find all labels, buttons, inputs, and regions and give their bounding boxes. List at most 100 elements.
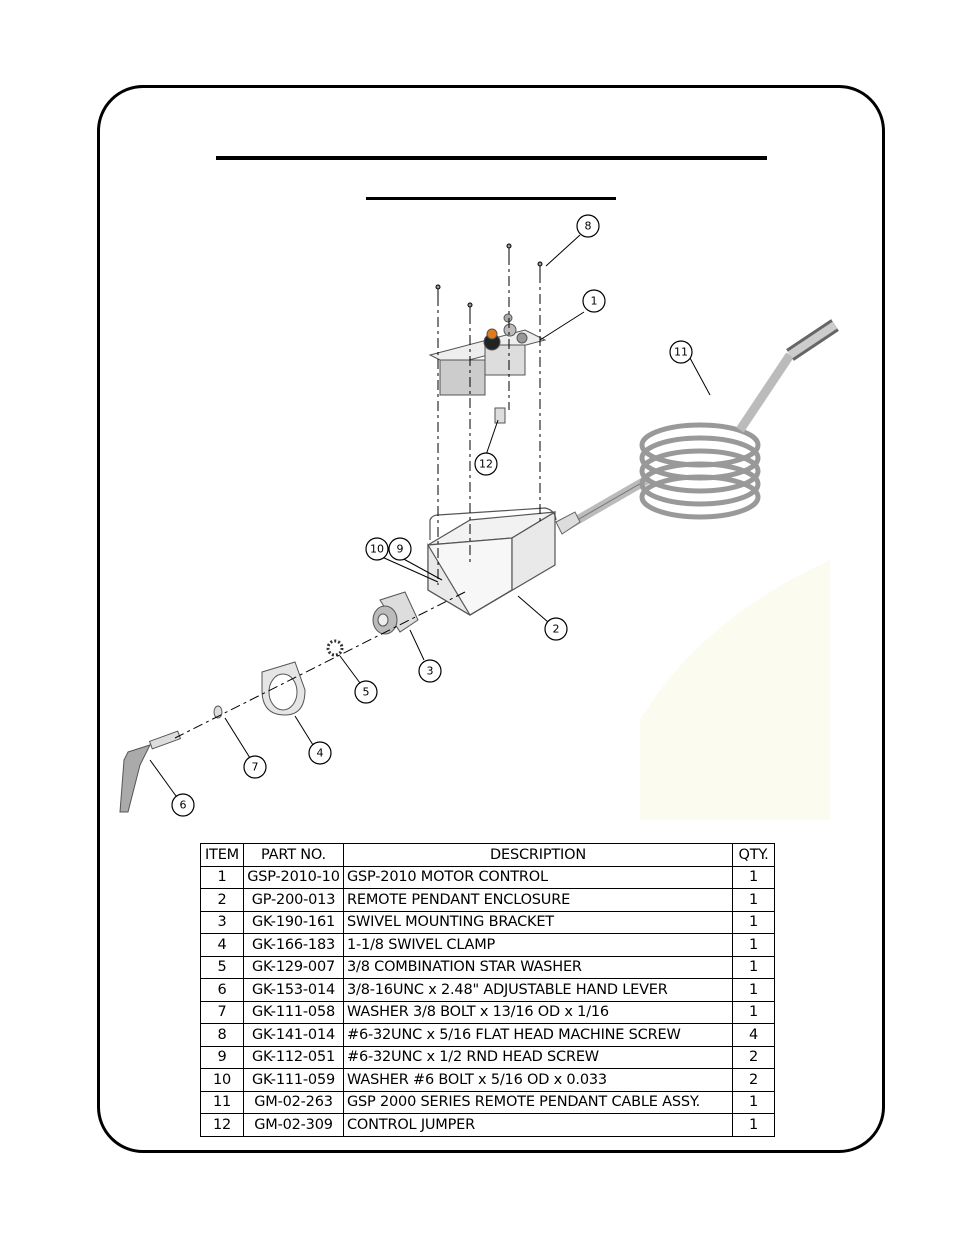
background-tint — [640, 560, 830, 820]
row-part-no: GK-111-059 — [243, 1068, 344, 1092]
balloon-5: 5 — [354, 680, 378, 704]
row-qty: 2 — [732, 1068, 775, 1092]
row-part-no: GK-153-014 — [243, 978, 344, 1002]
balloon-1: 1 — [582, 289, 606, 313]
row-part-no: GM-02-309 — [243, 1113, 344, 1137]
row-description: 3/8 COMBINATION STAR WASHER — [343, 955, 733, 979]
balloon-9: 9 — [388, 537, 412, 561]
header-description: DESCRIPTION — [343, 843, 733, 867]
svg-text:10: 10 — [370, 543, 384, 556]
header-item: ITEM — [200, 843, 244, 867]
svg-text:7: 7 — [252, 761, 259, 774]
screws — [435, 243, 543, 314]
row-part-no: GSP-2010-10 — [243, 865, 344, 889]
row-description: SWIVEL MOUNTING BRACKET — [343, 910, 733, 934]
svg-text:3: 3 — [427, 665, 434, 678]
balloon-4: 4 — [308, 741, 332, 765]
row-qty: 1 — [732, 933, 775, 957]
pendant-enclosure — [427, 507, 557, 616]
row-item: 1 — [200, 865, 244, 889]
star-washer — [326, 639, 344, 657]
row-qty: 1 — [732, 910, 775, 934]
svg-text:6: 6 — [180, 799, 187, 812]
swivel-mounting-bracket — [372, 591, 419, 635]
exploded-view-drawing: 8 1 11 12 10 9 2 3 5 4 7 6 — [119, 214, 839, 820]
table-header-row: ITEM PART NO. DESCRIPTION QTY. — [200, 843, 775, 867]
row-qty: 2 — [732, 1045, 775, 1069]
row-part-no: GK-111-058 — [243, 1000, 344, 1024]
balloon-7: 7 — [243, 755, 267, 779]
svg-text:9: 9 — [397, 543, 404, 556]
row-qty: 1 — [732, 888, 775, 912]
row-item: 9 — [200, 1045, 244, 1069]
row-part-no: GK-129-007 — [243, 955, 344, 979]
row-part-no: GK-141-014 — [243, 1023, 344, 1047]
balloon-10: 10 — [365, 537, 389, 561]
row-item: 12 — [200, 1113, 244, 1137]
balloon-11: 11 — [669, 340, 693, 364]
svg-text:5: 5 — [363, 686, 370, 699]
row-description: WASHER #6 BOLT x 5/16 OD x 0.033 — [343, 1068, 733, 1092]
motor-control-assembly — [428, 313, 547, 424]
row-qty: 1 — [732, 1000, 775, 1024]
row-item: 7 — [200, 1000, 244, 1024]
subtitle-rule — [366, 197, 616, 200]
row-item: 4 — [200, 933, 244, 957]
svg-text:11: 11 — [674, 346, 688, 359]
row-item: 2 — [200, 888, 244, 912]
row-item: 10 — [200, 1068, 244, 1092]
row-item: 5 — [200, 955, 244, 979]
balloon-12: 12 — [474, 452, 498, 476]
row-qty: 1 — [732, 865, 775, 889]
row-description: GSP-2010 MOTOR CONTROL — [343, 865, 733, 889]
balloon-3: 3 — [418, 659, 442, 683]
row-description: WASHER 3/8 BOLT x 13/16 OD x 1/16 — [343, 1000, 733, 1024]
title-rule — [216, 156, 767, 160]
row-item: 3 — [200, 910, 244, 934]
row-description: #6-32UNC x 5/16 FLAT HEAD MACHINE SCREW — [343, 1023, 733, 1047]
row-description: CONTROL JUMPER — [343, 1113, 733, 1137]
row-description: #6-32UNC x 1/2 RND HEAD SCREW — [343, 1045, 733, 1069]
balloon-2: 2 — [544, 617, 568, 641]
row-description: GSP 2000 SERIES REMOTE PENDANT CABLE ASS… — [343, 1090, 733, 1114]
row-qty: 1 — [732, 955, 775, 979]
row-description: REMOTE PENDANT ENCLOSURE — [343, 888, 733, 912]
row-qty: 1 — [732, 1113, 775, 1137]
cable-assembly — [555, 319, 839, 535]
row-item: 8 — [200, 1023, 244, 1047]
balloon-6: 6 — [171, 793, 195, 817]
drawing-frame — [97, 85, 885, 1153]
row-part-no: GK-112-051 — [243, 1045, 344, 1069]
header-qty: QTY. — [732, 843, 775, 867]
row-part-no: GK-190-161 — [243, 910, 344, 934]
svg-text:12: 12 — [479, 458, 493, 471]
row-part-no: GM-02-263 — [243, 1090, 344, 1114]
header-part-no: PART NO. — [243, 843, 344, 867]
swivel-clamp — [261, 661, 306, 716]
balloon-8: 8 — [576, 214, 600, 238]
row-qty: 1 — [732, 978, 775, 1002]
row-item: 11 — [200, 1090, 244, 1114]
adjustable-hand-lever — [119, 730, 182, 813]
row-qty: 1 — [732, 1090, 775, 1114]
row-part-no: GP-200-013 — [243, 888, 344, 912]
row-qty: 4 — [732, 1023, 775, 1047]
svg-text:8: 8 — [585, 220, 592, 233]
svg-text:1: 1 — [591, 295, 598, 308]
row-description: 1-1/8 SWIVEL CLAMP — [343, 933, 733, 957]
svg-text:4: 4 — [317, 747, 324, 760]
svg-text:2: 2 — [553, 623, 560, 636]
